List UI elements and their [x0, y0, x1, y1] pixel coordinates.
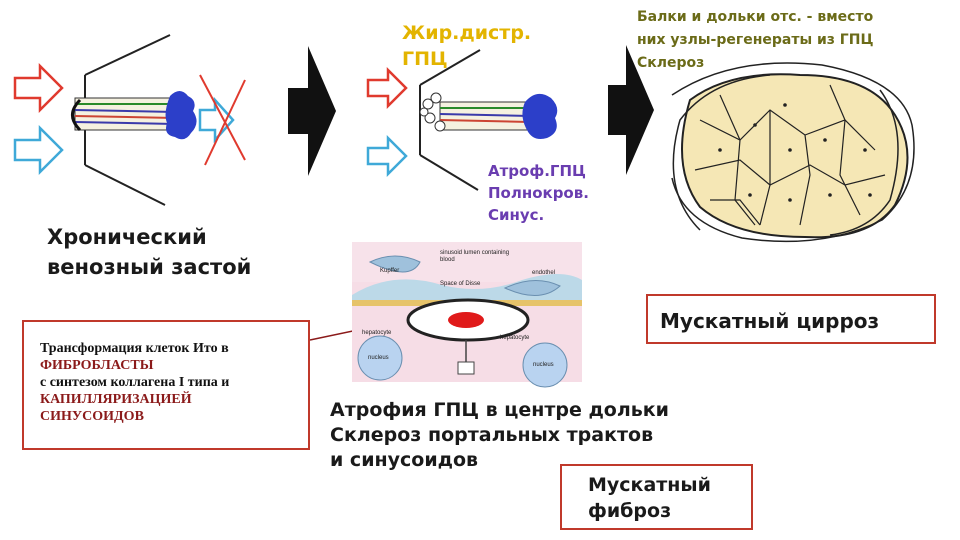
nutmeg-cirrhosis-box: Мускатный цирроз — [646, 294, 936, 344]
caption-line: Склероз — [637, 55, 705, 71]
progression-arrow-icon — [608, 45, 654, 175]
caption-line: Жир.дистр. — [402, 22, 532, 44]
label-hepatocyte-right: hepatocyte — [500, 335, 530, 341]
caption-line: и синусоидов — [330, 449, 479, 471]
central-vein-middle — [522, 93, 558, 139]
blue-arrow-icon — [13, 124, 64, 176]
caption-line: Балки и дольки отс. - вместо — [637, 9, 874, 25]
chronic-congestion-caption: Хронический венозный застой — [47, 222, 251, 282]
hepatic-cords-middle — [419, 92, 531, 132]
atrophy-sclerosis-caption: Атрофия ГПЦ в центре дольки Склероз порт… — [330, 398, 669, 473]
label-endothel: endothel — [532, 270, 556, 276]
caption-line: Полнокров. — [488, 184, 589, 202]
caption-line: ГПЦ — [402, 48, 448, 70]
central-vein-left — [165, 91, 197, 140]
label-hepatocyte-left: hepatocyte — [362, 330, 392, 336]
label-sinusoid-lumen: sinusoid lumen containing blood — [440, 250, 510, 263]
blue-arrow-icon — [366, 134, 408, 178]
caption-line: Атроф.ГПЦ — [488, 162, 586, 180]
progression-arrow-icon — [288, 46, 336, 176]
caption-line: Синус. — [488, 206, 545, 224]
red-arrow-icon — [13, 62, 64, 114]
label-nucleus-left: nucleus — [368, 355, 389, 361]
hepatic-cords-left — [71, 97, 176, 132]
caption-line: Хронический — [47, 225, 207, 249]
box-line: фиброз — [588, 500, 672, 522]
label-nucleus-right: nucleus — [533, 362, 554, 368]
caption-line: венозный застой — [47, 255, 252, 279]
label-kupffer: Kupffer — [380, 268, 400, 274]
cirrhosis-sketch — [671, 62, 915, 243]
red-arrow-icon — [366, 66, 408, 110]
fatty-degeneration-caption: Жир.дистр. ГПЦ — [402, 20, 531, 72]
cross-out-icon — [199, 74, 246, 161]
nutmeg-fibrosis-box: Мускатный фиброз — [560, 464, 753, 530]
box-line: Мускатный — [588, 474, 711, 496]
lobule-funnel-middle — [419, 49, 481, 191]
ito-cells-box: Трансформация клеток Ито в ФИБРОБЛАСТЫ с… — [22, 320, 310, 450]
label-space-of-disse: Space of Disse — [440, 281, 481, 287]
box-line: с синтезом коллагена I типа и — [40, 375, 230, 390]
box-line: ФИБРОБЛАСТЫ — [40, 358, 154, 373]
outflow-arrow-icon — [198, 96, 235, 144]
caption-line: Атрофия ГПЦ в центре дольки — [330, 399, 669, 421]
caption-line: них узлы-регенераты из ГПЦ — [637, 32, 874, 48]
atrophy-caption: Атроф.ГПЦ Полнокров. Синус. — [488, 160, 589, 226]
box-label: Мускатный цирроз — [660, 309, 880, 333]
box-line: СИНУСОИДОВ — [40, 409, 144, 424]
box-line: Трансформация клеток Ито в — [40, 341, 229, 356]
caption-line: Склероз портальных трактов — [330, 424, 654, 446]
box-line: КАПИЛЛЯРИЗАЦИЕЙ — [40, 392, 192, 407]
cirrhosis-description: Балки и дольки отс. - вместо них узлы-ре… — [637, 6, 873, 75]
sinusoid-micrograph — [352, 242, 582, 388]
